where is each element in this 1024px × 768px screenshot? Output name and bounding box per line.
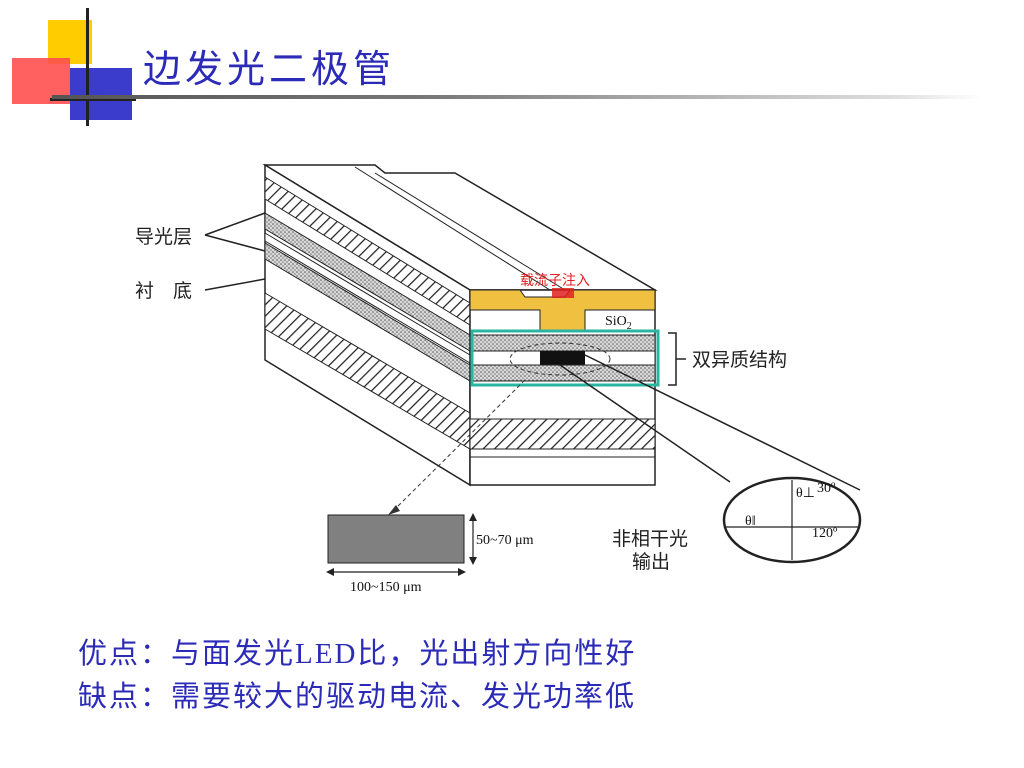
theta-perp-value: 30º <box>817 481 836 496</box>
active-region <box>540 351 585 365</box>
theta-perp-symbol: θ⊥ <box>796 486 815 501</box>
pros-line: 优点：与面发光LED比，光出射方向性好 <box>78 636 637 670</box>
label-guide-layer: 导光层 <box>135 226 192 248</box>
slide-title: 边发光二极管 <box>143 47 396 91</box>
injection-marker <box>552 288 574 298</box>
block-side-layers <box>264 163 471 487</box>
emission-ellipse-dashed <box>509 342 611 376</box>
block-front-face <box>469 288 656 486</box>
emitter-cross-section <box>327 514 465 564</box>
double-hetero-highlight <box>470 329 660 387</box>
theta-par-symbol: θ‖ <box>745 514 756 529</box>
label-sio2: SiO2 <box>605 314 632 332</box>
metal-contact <box>469 289 656 331</box>
label-substrate: 衬 底 <box>135 280 192 302</box>
label-carrier-injection: 载流子注入 <box>520 273 590 289</box>
label-incoherent-line2: 输出 <box>632 551 670 573</box>
dim-width-label: 100~150 μm <box>350 580 422 595</box>
theta-par-value: 120º <box>812 526 838 541</box>
notes-list: 优点：与面发光LED比，光出射方向性好 缺点：需要较大的驱动电流、发光功率低 <box>78 632 636 717</box>
edge-led-structure-diagram: 导光层 衬 底 载流子注入 SiO2 双异质结构 非相干光 输出 θ⊥ 30º … <box>135 163 862 595</box>
label-incoherent-line1: 非相干光 <box>612 528 688 550</box>
cons-line: 缺点：需要较大的驱动电流、发光功率低 <box>78 679 637 713</box>
label-double-hetero: 双异质结构 <box>692 349 787 371</box>
dim-height-label: 50~70 μm <box>476 533 534 548</box>
title-underline <box>52 95 982 99</box>
slide-logo-decoration <box>12 8 136 126</box>
